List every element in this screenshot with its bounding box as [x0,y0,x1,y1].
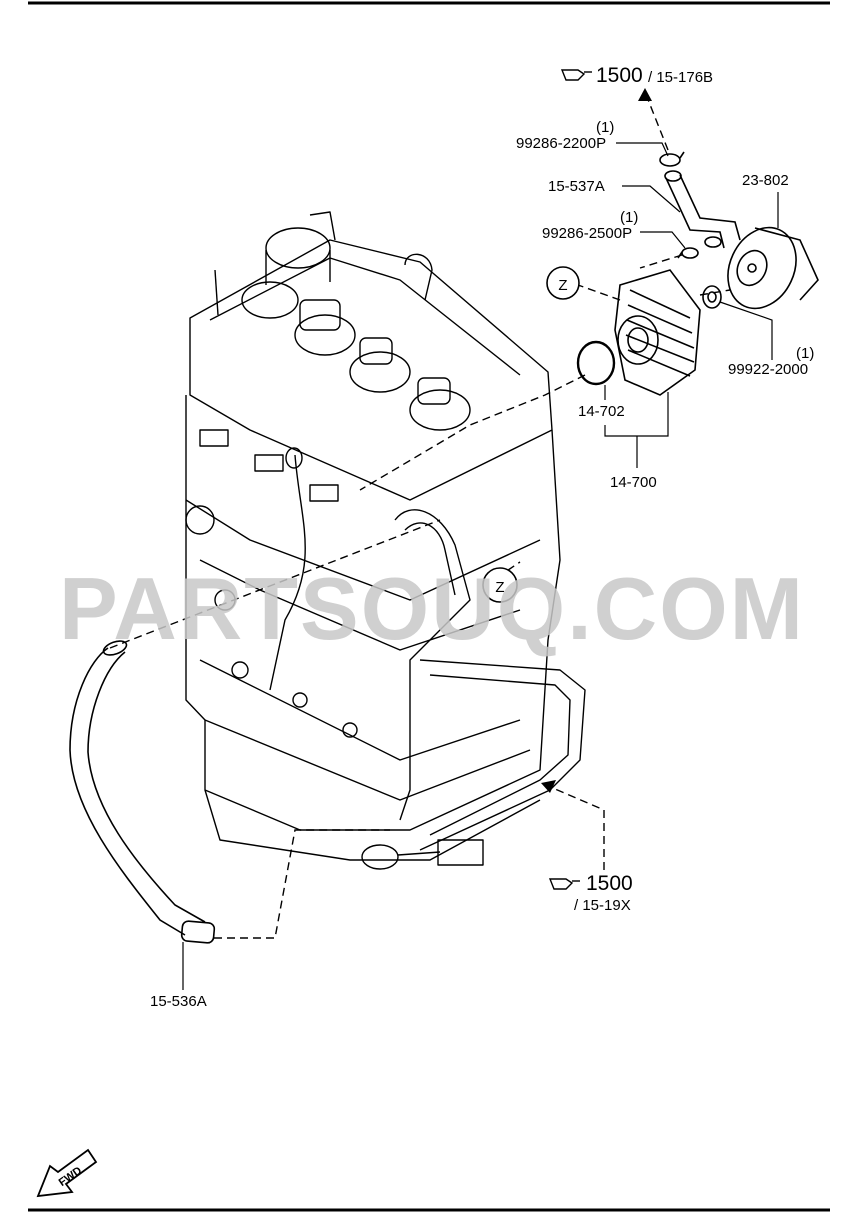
clamp-top-qty: (1) [596,119,614,136]
oil-cooler [614,269,701,396]
lower-hose [69,640,216,944]
ref-bot-main: 1500 [586,872,633,895]
clamp-mid-part: 99286-2500P [542,225,632,242]
engine-block [185,211,586,870]
o-ring [576,340,616,386]
nut-qty: (1) [796,345,814,362]
fwd-arrow: FWD [36,1148,98,1198]
z-marker-bottom: Z [482,567,518,603]
upper-hose [664,170,741,249]
nut [702,285,722,309]
hose-lower-label: 15-536A [150,993,207,1010]
arrowhead-top [638,88,652,101]
clamp-mid-qty: (1) [620,209,638,226]
oring-label: 14-702 [578,403,625,420]
clamp-top [659,151,685,167]
pointing-hand-icon [560,69,592,81]
ref-top-main: 1500 [596,64,643,87]
z-marker-top: Z [546,266,580,300]
z-marker-bottom-text: Z [495,579,504,596]
filter-label: 23-802 [742,172,789,189]
clamp-top-part: 99286-2200P [516,135,606,152]
oil-filter [727,226,819,310]
ref-top-sub: / 15-176B [648,69,713,86]
hose-upper-label: 15-537A [548,178,605,195]
leader-solid [182,142,779,990]
z-marker-top-text: Z [558,277,567,294]
ref-bot-sub: / 15-19X [574,897,631,914]
arrowhead-bottom [541,780,556,793]
nut-part: 99922-2000 [728,361,808,378]
pointing-hand-icon-2 [548,878,580,890]
cooler-label: 14-700 [610,474,657,491]
clamp-mid [677,247,699,259]
